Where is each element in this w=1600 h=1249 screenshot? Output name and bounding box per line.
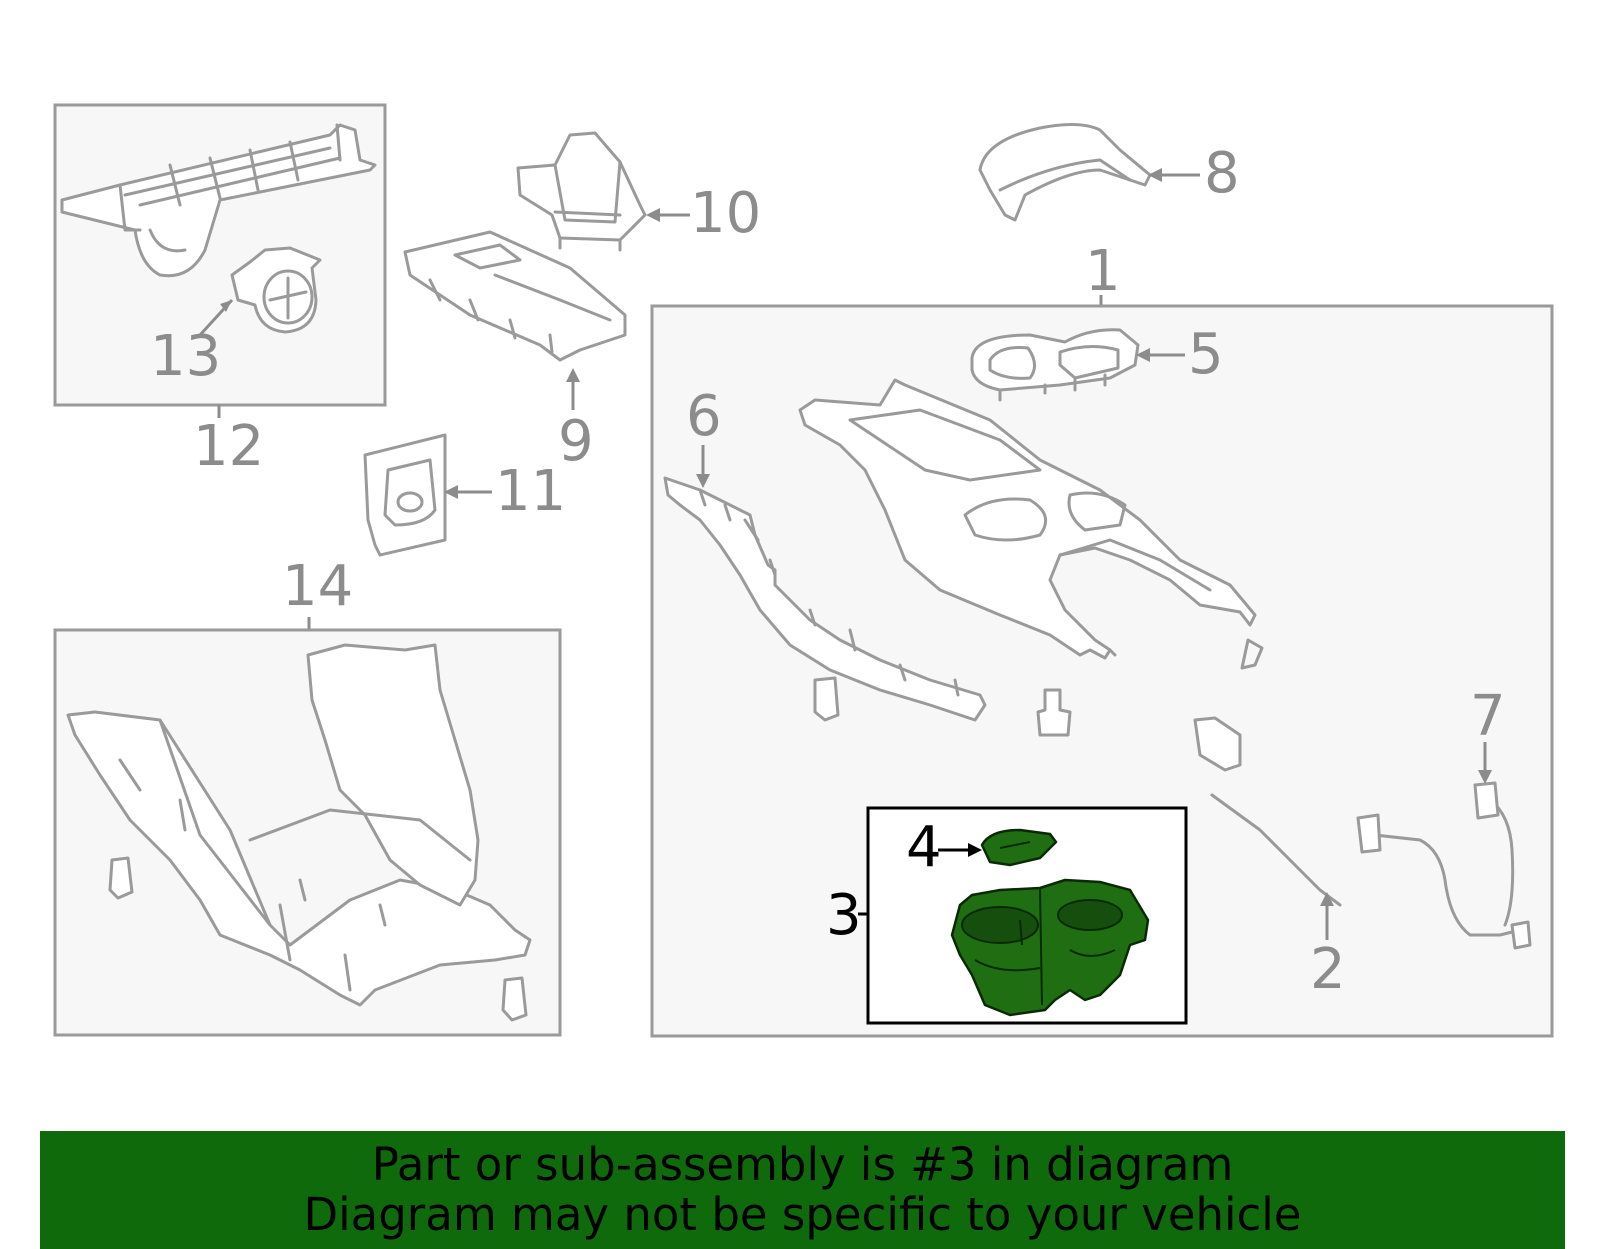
- clip-part-c[interactable]: [108, 856, 134, 900]
- part-3-cup-holder[interactable]: [950, 878, 1150, 1017]
- arrow-6: [696, 474, 710, 488]
- callout-11: 11: [495, 459, 566, 524]
- bolt-part[interactable]: [1036, 688, 1072, 737]
- callout-10: 10: [690, 181, 761, 246]
- callout-6: 6: [686, 384, 722, 449]
- clip-part-b[interactable]: [1193, 716, 1242, 772]
- clip-part-a[interactable]: [813, 676, 840, 722]
- callout-13: 13: [150, 324, 221, 389]
- part-12-bracket[interactable]: [60, 123, 377, 278]
- part-5-cupholder-ring[interactable]: [970, 328, 1140, 402]
- arrow-10: [646, 208, 660, 222]
- callout-1: 1: [1085, 239, 1121, 304]
- part-6-side-panel[interactable]: [663, 476, 987, 722]
- callout-2: 2: [1310, 937, 1346, 1002]
- arrow-5: [1136, 348, 1150, 362]
- banner-line-1: Part or sub-assembly is #3 in diagram: [371, 1138, 1234, 1191]
- callout-3: 3: [826, 883, 862, 948]
- arrow-11: [444, 485, 458, 499]
- callout-14: 14: [282, 554, 353, 619]
- part-11-switch[interactable]: [363, 433, 447, 557]
- banner-line-2: Diagram may not be specific to your vehi…: [303, 1188, 1302, 1241]
- clip-part-d[interactable]: [501, 976, 528, 1022]
- callout-9: 9: [558, 409, 594, 474]
- part-8-trim[interactable]: [978, 123, 1152, 222]
- arrow-8: [1148, 168, 1162, 182]
- part-9-shift-panel[interactable]: [403, 230, 627, 362]
- part-7-wire-harness[interactable]: [1356, 781, 1532, 950]
- part-13-vent[interactable]: [230, 246, 322, 334]
- callout-4: 4: [906, 815, 942, 880]
- part-10-shift-boot[interactable]: [516, 131, 647, 252]
- arrow-13: [220, 300, 232, 312]
- callout-12: 12: [193, 414, 264, 479]
- callout-7: 7: [1470, 684, 1506, 749]
- arrow-4: [968, 843, 982, 857]
- part-1-console[interactable]: [798, 378, 1264, 670]
- part-4-cup-insert[interactable]: [980, 828, 1058, 867]
- callout-5: 5: [1188, 322, 1224, 387]
- info-banner: Part or sub-assembly is #3 in diagram Di…: [40, 1131, 1565, 1249]
- callout-8: 8: [1204, 141, 1240, 206]
- arrow-9: [566, 368, 580, 382]
- arrow-7: [1478, 770, 1492, 784]
- part-14-console-base[interactable]: [66, 643, 532, 1007]
- arrow-2: [1320, 892, 1334, 906]
